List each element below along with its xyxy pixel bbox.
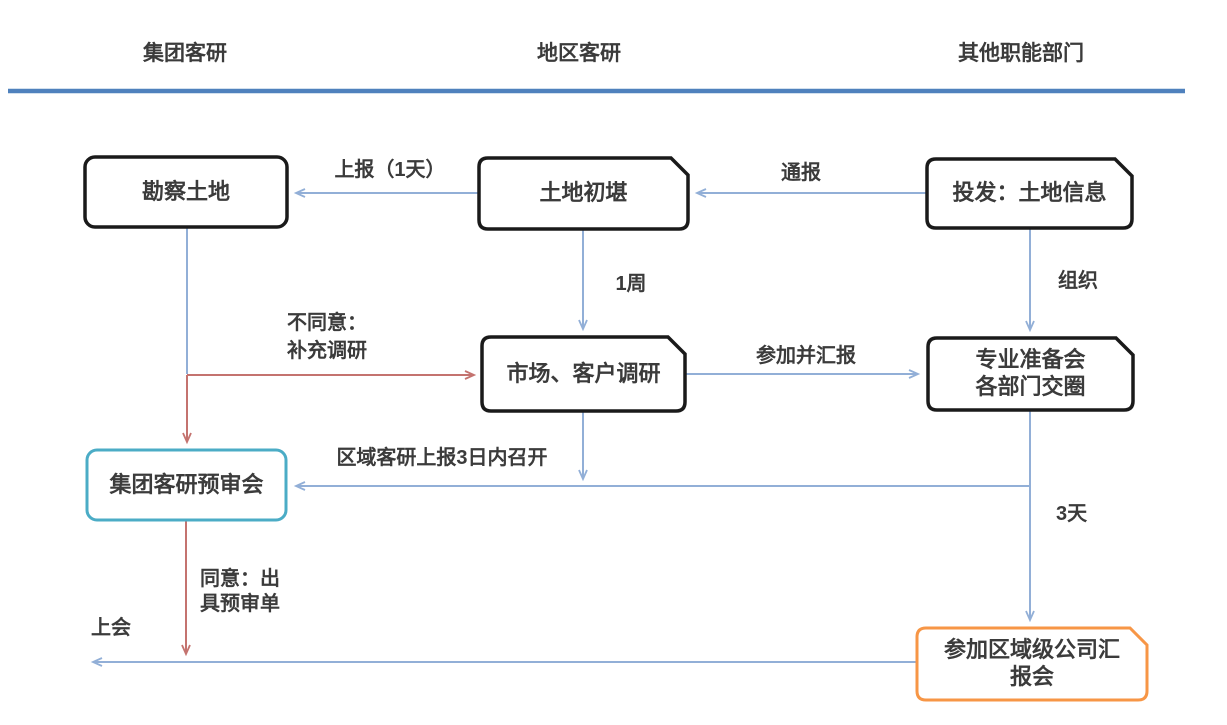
lane-header-other: 其他职能部门 [958, 42, 1084, 65]
edge-label-organize: 组织 [1058, 270, 1098, 292]
edge-label-agree-issue-form: 同意：出 具预审单 [200, 568, 280, 615]
node-market-research-label: 市场、客户调研 [506, 360, 661, 386]
edge-label-notify: 通报 [781, 162, 821, 184]
edge-label-disagree-supplement: 不同意： 补充调研 [287, 312, 367, 362]
lane-header-group: 集团客研 [143, 42, 227, 65]
node-prep-meeting-label: 专业准备会 各部门交圈 [975, 347, 1086, 399]
node-report-meeting-shape [915, 626, 1149, 702]
node-land-info-label: 投发：土地信息 [952, 180, 1107, 206]
node-pre-review-shape [85, 448, 288, 522]
edge-label-three-days: 3天 [1056, 503, 1088, 525]
node-survey-land-label: 勘察土地 [141, 178, 230, 204]
edge-label-report-one-day: 上报（1天） [334, 159, 446, 181]
edge-label-regional-within-3days: 区域客研上报3日内召开 [336, 447, 548, 469]
edge-label-attend-and-report: 参加并汇报 [756, 345, 856, 367]
node-pre-review-label: 集团客研预审会 [109, 471, 264, 497]
node-prep-meeting-shape [926, 336, 1135, 412]
node-land-info-shape [925, 157, 1134, 230]
node-survey-land-shape [83, 155, 289, 229]
node-initial-survey-label: 土地初堪 [539, 180, 628, 206]
node-initial-survey-shape [477, 156, 690, 231]
lane-header-region: 地区客研 [537, 42, 621, 65]
node-report-meeting-label: 参加区域级公司汇 报会 [943, 637, 1120, 689]
edge-label-to-meeting: 上会 [91, 617, 131, 639]
edge-label-one-week: 1周 [615, 273, 647, 295]
node-market-research-shape [480, 335, 687, 413]
